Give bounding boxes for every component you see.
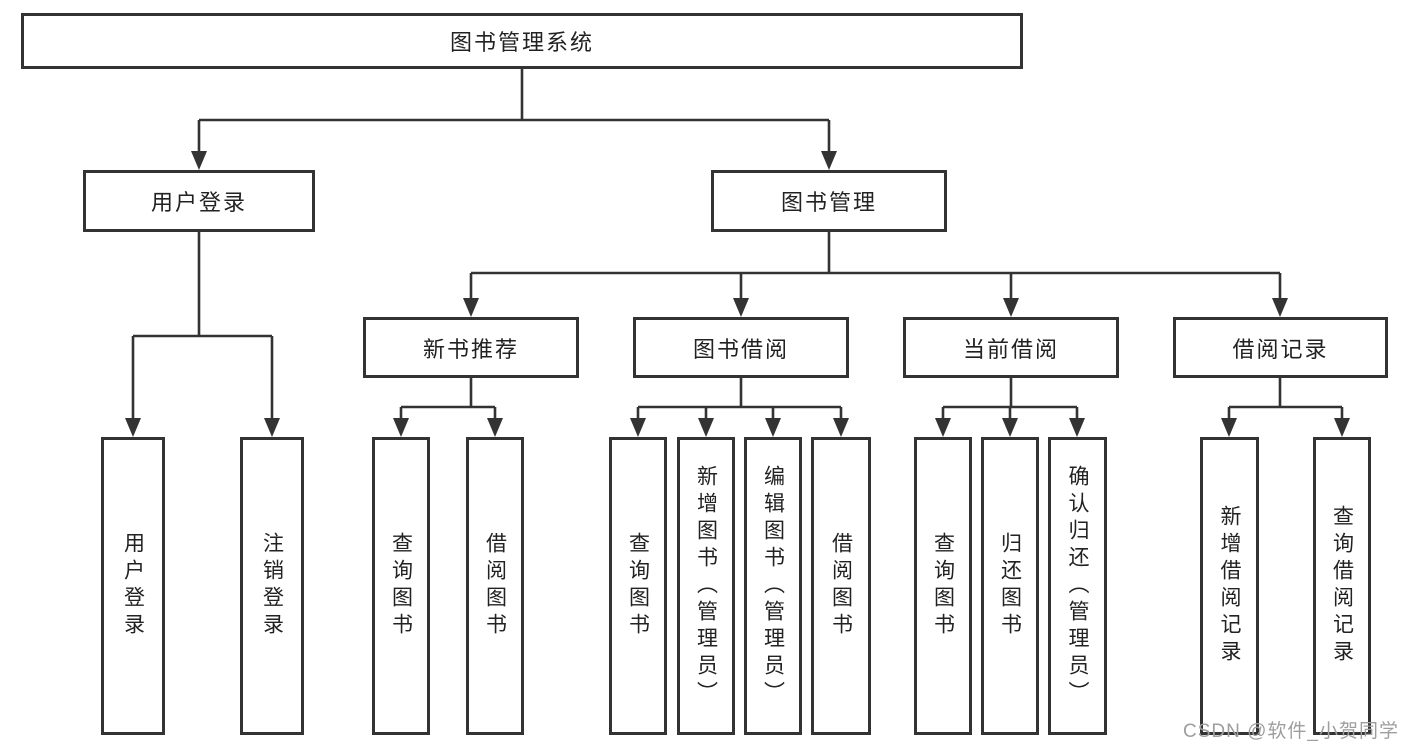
leaf-confirm-return-admin: 确认归还（管理员） (1048, 437, 1107, 735)
leaf-borrow-books: 借阅图书 (811, 437, 871, 735)
leaf-add-borrow-record: 新增借阅记录 (1200, 437, 1259, 735)
leaf-borrow-books-recommend: 借阅图书 (466, 437, 524, 735)
node-current-borrow: 当前借阅 (903, 317, 1119, 378)
leaf-user-login: 用户登录 (101, 437, 165, 735)
leaf-query-borrow-record: 查询借阅记录 (1313, 437, 1371, 735)
watermark: CSDN @软件_小贺同学 (1183, 721, 1399, 742)
node-borrow-records: 借阅记录 (1173, 317, 1388, 378)
leaf-query-books-current: 查询图书 (914, 437, 972, 735)
leaf-query-books-borrow: 查询图书 (609, 437, 667, 735)
leaf-return-book: 归还图书 (981, 437, 1039, 735)
leaf-logout: 注销登录 (240, 437, 304, 735)
connector-segments (131, 69, 1344, 421)
leaf-query-books-recommend: 查询图书 (372, 437, 430, 735)
node-book-borrow: 图书借阅 (633, 317, 849, 378)
node-new-book-recommend: 新书推荐 (363, 317, 579, 378)
node-root: 图书管理系统 (21, 13, 1023, 69)
node-user-login: 用户登录 (83, 170, 315, 232)
node-book-management: 图书管理 (711, 170, 947, 232)
leaf-edit-book-admin: 编辑图书（管理员） (744, 437, 802, 735)
leaf-add-book-admin: 新增图书（管理员） (677, 437, 735, 735)
